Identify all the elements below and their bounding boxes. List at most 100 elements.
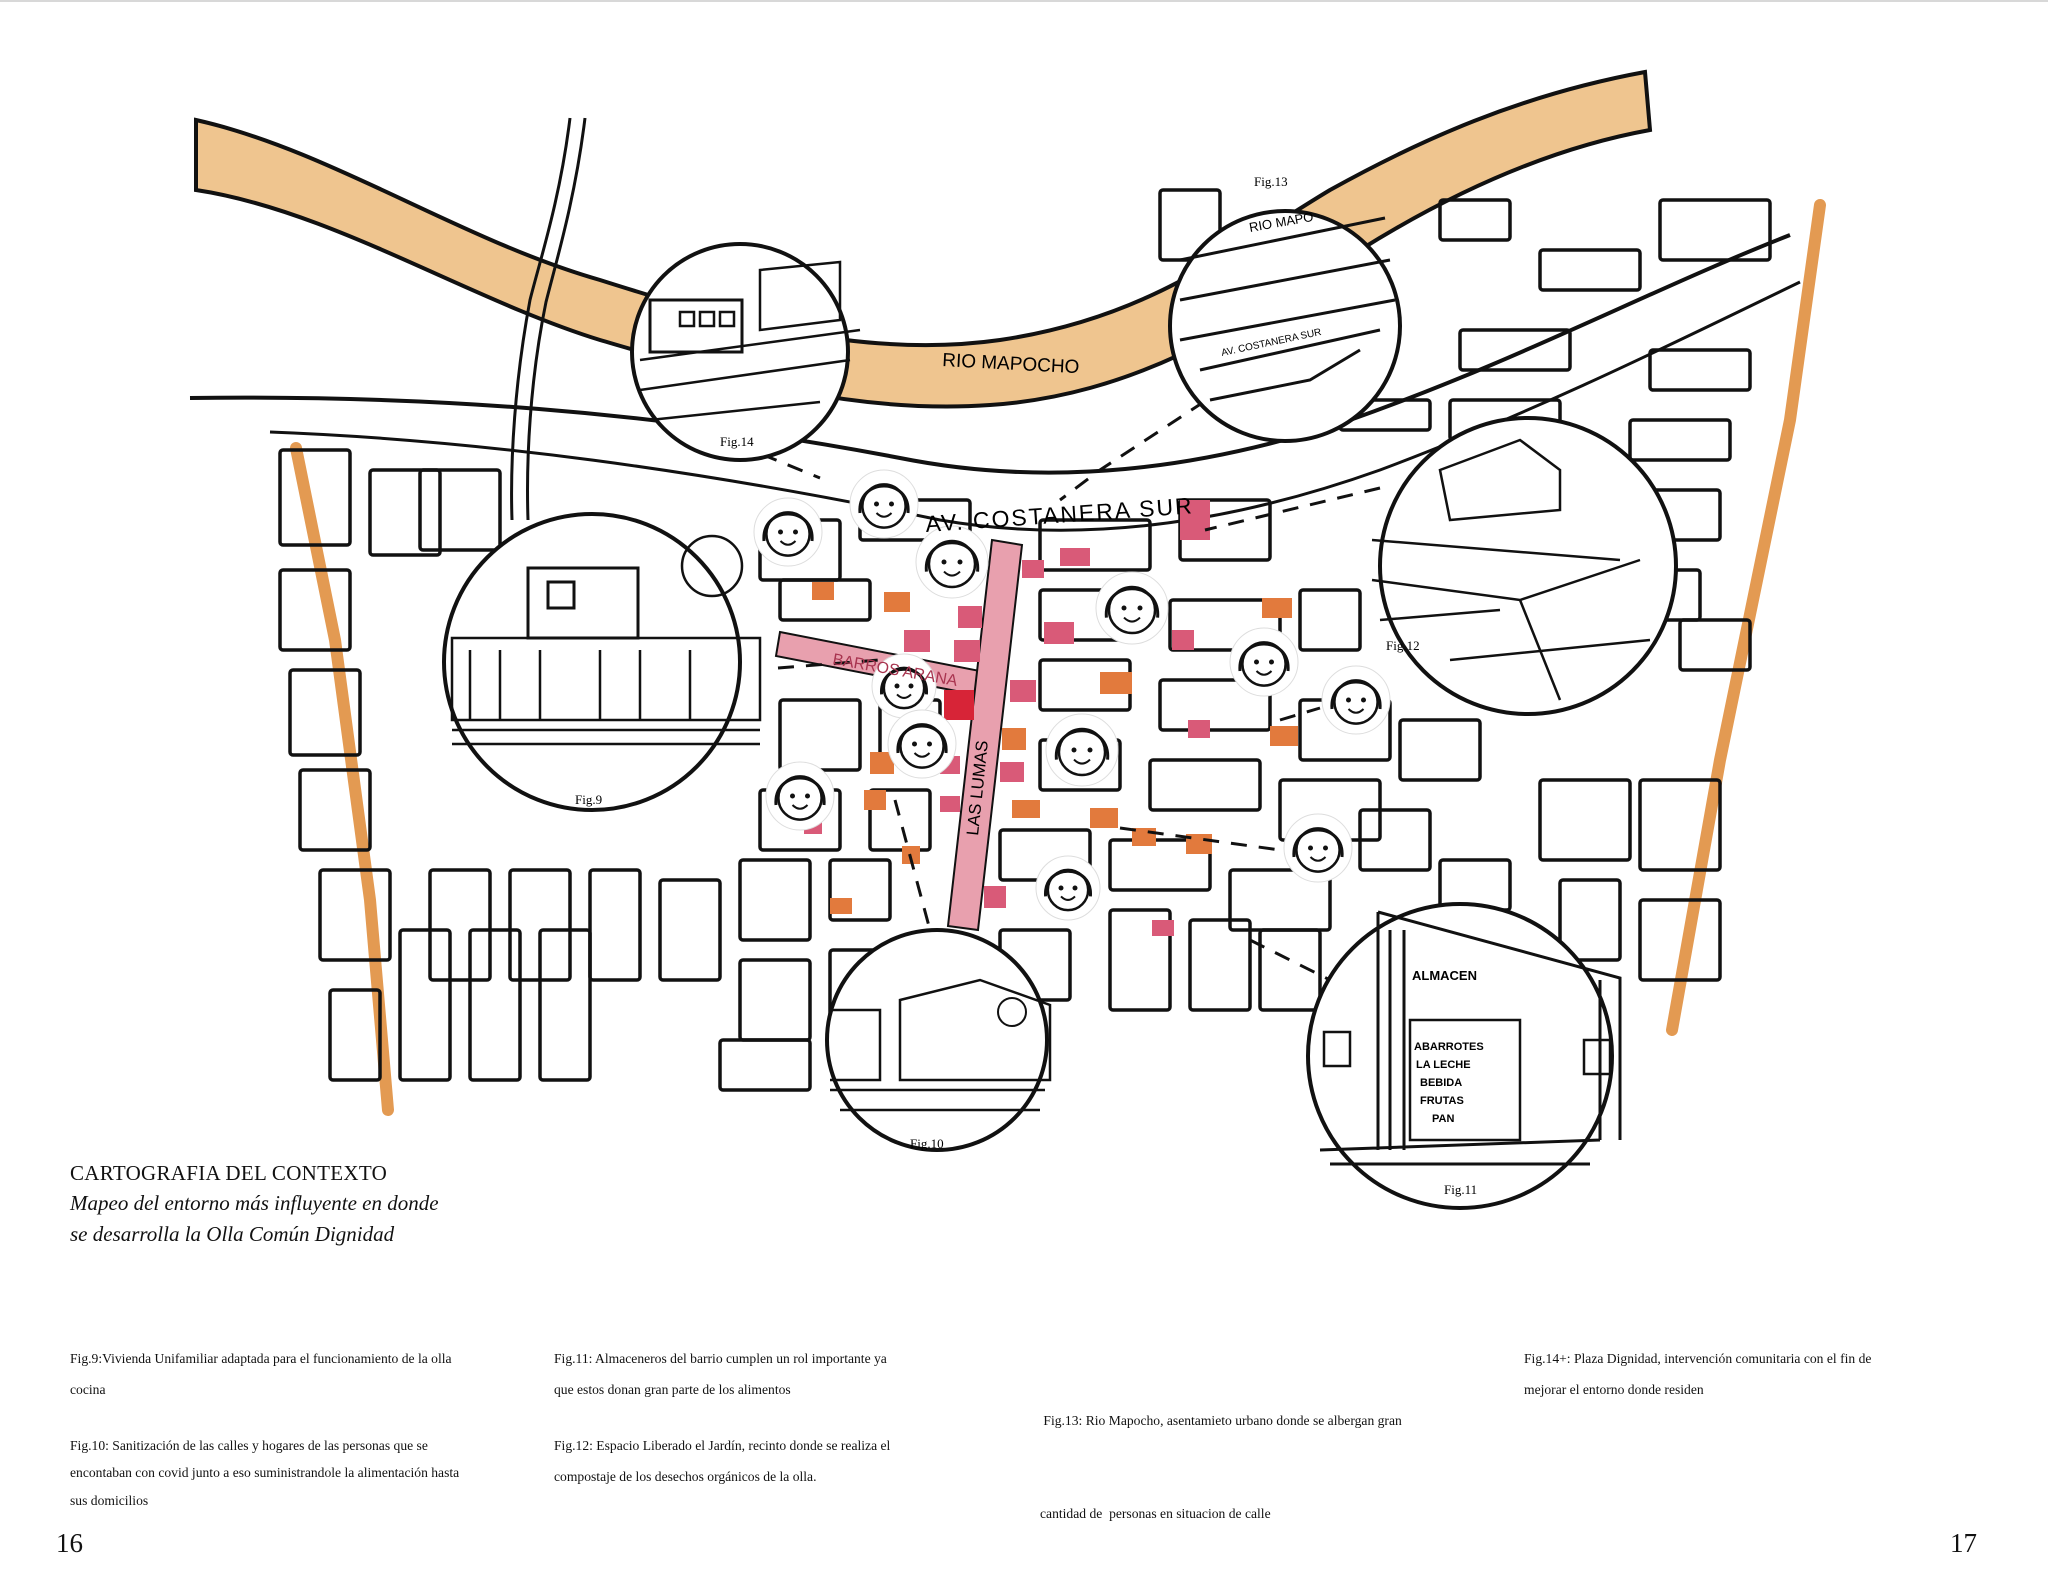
- city-block: [828, 858, 892, 922]
- city-block: [318, 868, 392, 962]
- house-marker: [954, 640, 980, 662]
- house-marker: [1060, 548, 1090, 566]
- city-block: [1678, 618, 1752, 672]
- city-block: [738, 858, 812, 942]
- street-las-lumas-band: [946, 538, 1024, 932]
- fig14-label: Fig.14: [720, 434, 754, 449]
- resident-avatar: [753, 497, 823, 567]
- edge-road-left: [290, 442, 394, 1116]
- city-block: [1168, 598, 1282, 652]
- city-block: [1538, 248, 1642, 292]
- creek-line: [510, 117, 572, 521]
- city-block: [1458, 328, 1572, 372]
- fig10-circle: Fig.10: [825, 928, 1052, 1152]
- fig13-line-2: cantidad de personas en situacion de cal…: [1040, 1506, 1271, 1521]
- house-marker: [904, 630, 930, 652]
- resident-avatar: [1035, 855, 1101, 921]
- house-marker: [830, 898, 852, 914]
- city-block: [278, 568, 352, 652]
- city-block: [468, 928, 522, 1082]
- fig11-description: Fig.11: Almaceneros del barrio cumplen u…: [554, 1343, 1014, 1405]
- sketch-tree: [680, 534, 744, 598]
- fig10-line-3: sus domicilios: [70, 1493, 149, 1508]
- city-block: [368, 468, 442, 557]
- resident-avatar: [765, 761, 835, 831]
- almacen-line-4: FRUTAS: [1420, 1095, 1464, 1107]
- house-marker: [1010, 680, 1036, 702]
- city-block: [298, 768, 372, 852]
- caption-title: CARTOGRAFIA DEL CONTEXTO: [70, 1161, 388, 1185]
- top-rule: [0, 0, 2048, 2]
- resident-avatar: [915, 525, 989, 599]
- fig14-description: Fig.14+: Plaza Dignidad, intervención co…: [1524, 1343, 1984, 1405]
- sketch-tree-2: [997, 997, 1027, 1027]
- almacen-line-2: LA LECHE: [1416, 1059, 1471, 1071]
- fig10-label: Fig.10: [910, 1136, 944, 1151]
- city-block: [778, 698, 862, 772]
- city-block: [1658, 198, 1772, 262]
- house-marker: [870, 752, 894, 774]
- house-marker: [1188, 720, 1210, 738]
- house-marker: [1262, 598, 1292, 618]
- city-block: [1638, 778, 1722, 872]
- city-block: [278, 448, 352, 547]
- fig9-line-2: cocina: [70, 1382, 106, 1397]
- house-marker: [1180, 500, 1210, 540]
- resident-avatar: [1045, 713, 1119, 787]
- page-number-left: 16: [56, 1528, 83, 1558]
- city-block: [1158, 678, 1272, 732]
- almacen-sign-text: ALMACEN: [1412, 968, 1477, 983]
- city-block: [428, 868, 492, 982]
- almacen-window-left: [1322, 1030, 1352, 1068]
- house-marker: [1002, 728, 1026, 750]
- almacen-window-right: [1582, 1038, 1612, 1076]
- fig12-line-1: Fig.12: Espacio Liberado el Jardín, reci…: [554, 1438, 891, 1453]
- city-block: [538, 928, 592, 1082]
- city-block: [778, 578, 872, 622]
- fig9-circle: Fig.9: [442, 512, 762, 812]
- fig13-line-1: Fig.13: Rio Mapocho, asentamieto urbano …: [1040, 1413, 1402, 1428]
- fig14-line-1: Fig.14+: Plaza Dignidad, intervención co…: [1524, 1351, 1872, 1366]
- city-block: [288, 668, 362, 757]
- city-block: [658, 878, 722, 982]
- fig10-line-2: encontaban con covid junto a eso suminis…: [70, 1465, 460, 1480]
- resident-avatar: [1321, 665, 1391, 735]
- city-block: [1148, 758, 1262, 812]
- house-marker: [1090, 808, 1118, 828]
- resident-avatar: [849, 469, 919, 539]
- resident-avatars: [753, 469, 1391, 921]
- fig10-description: Fig.10: Sanitización de las calles y hog…: [70, 1430, 530, 1516]
- fig9-label: Fig.9: [575, 792, 602, 807]
- resident-avatar: [1283, 813, 1353, 883]
- city-block: [868, 788, 932, 852]
- city-block: [1648, 348, 1752, 392]
- resident-avatar: [887, 709, 957, 779]
- almacen-line-3: BEBIDA: [1420, 1077, 1462, 1089]
- fig12-label: Fig.12: [1386, 638, 1420, 653]
- house-marker: [1012, 800, 1040, 818]
- city-block: [398, 928, 452, 1082]
- costanera-road-2: [269, 280, 1801, 532]
- city-block: [718, 1038, 812, 1092]
- house-marker: [1000, 762, 1024, 782]
- page-number-right: 17: [1950, 1528, 1977, 1558]
- fig14-circle: Fig.14: [630, 242, 861, 462]
- fig11-line-1: Fig.11: Almaceneros del barrio cumplen u…: [554, 1351, 887, 1366]
- city-block: [1258, 928, 1322, 1012]
- fig14-line-2: mejorar el entorno donde residen: [1524, 1382, 1704, 1397]
- fig9-line-1: Fig.9:Vivienda Unifamiliar adaptada para…: [70, 1351, 452, 1366]
- city-block: [1538, 778, 1632, 862]
- city-block: [1188, 918, 1252, 1012]
- fig13-circle: RIO MAPO AV. COSTANERA SUR Fig.13: [1168, 174, 1402, 443]
- almacen-line-1: ABARROTES: [1414, 1041, 1484, 1053]
- caption-block: CARTOGRAFIA DEL CONTEXTO Mapeo del entor…: [70, 1158, 590, 1250]
- city-block: [1038, 518, 1152, 572]
- resident-avatar: [871, 653, 937, 719]
- house-marker: [1172, 630, 1194, 650]
- almacen-counter: [1408, 1018, 1522, 1142]
- fig13-label: Fig.13: [1254, 174, 1288, 189]
- resident-avatar: [1229, 627, 1299, 697]
- fig12-circle: Fig.12: [1371, 416, 1678, 716]
- house-marker: [944, 690, 974, 720]
- house-marker: [984, 886, 1006, 908]
